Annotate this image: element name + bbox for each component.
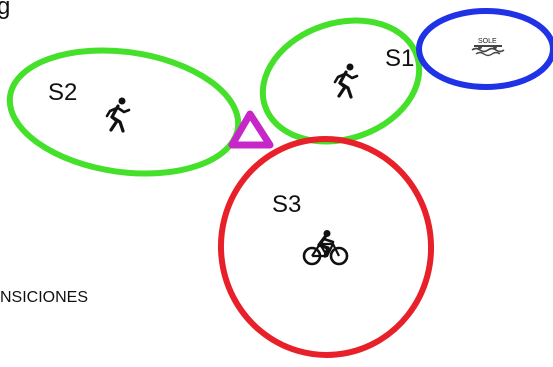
svg-text:SOLE: SOLE	[478, 38, 497, 45]
running-icon	[333, 63, 359, 99]
loop-swim	[416, 8, 553, 90]
cropped-title-glyph: g	[0, 0, 10, 20]
label-s2: S2	[48, 79, 77, 106]
label-s1: S1	[385, 45, 414, 72]
running-icon	[105, 97, 131, 133]
cycling-icon	[302, 230, 349, 266]
transitions-text: NSICIONES	[0, 289, 88, 306]
transition-zone-marker	[228, 110, 274, 149]
swimming-icon: SOLE	[471, 38, 505, 57]
label-s3: S3	[272, 191, 301, 218]
loop-s3	[217, 136, 435, 358]
